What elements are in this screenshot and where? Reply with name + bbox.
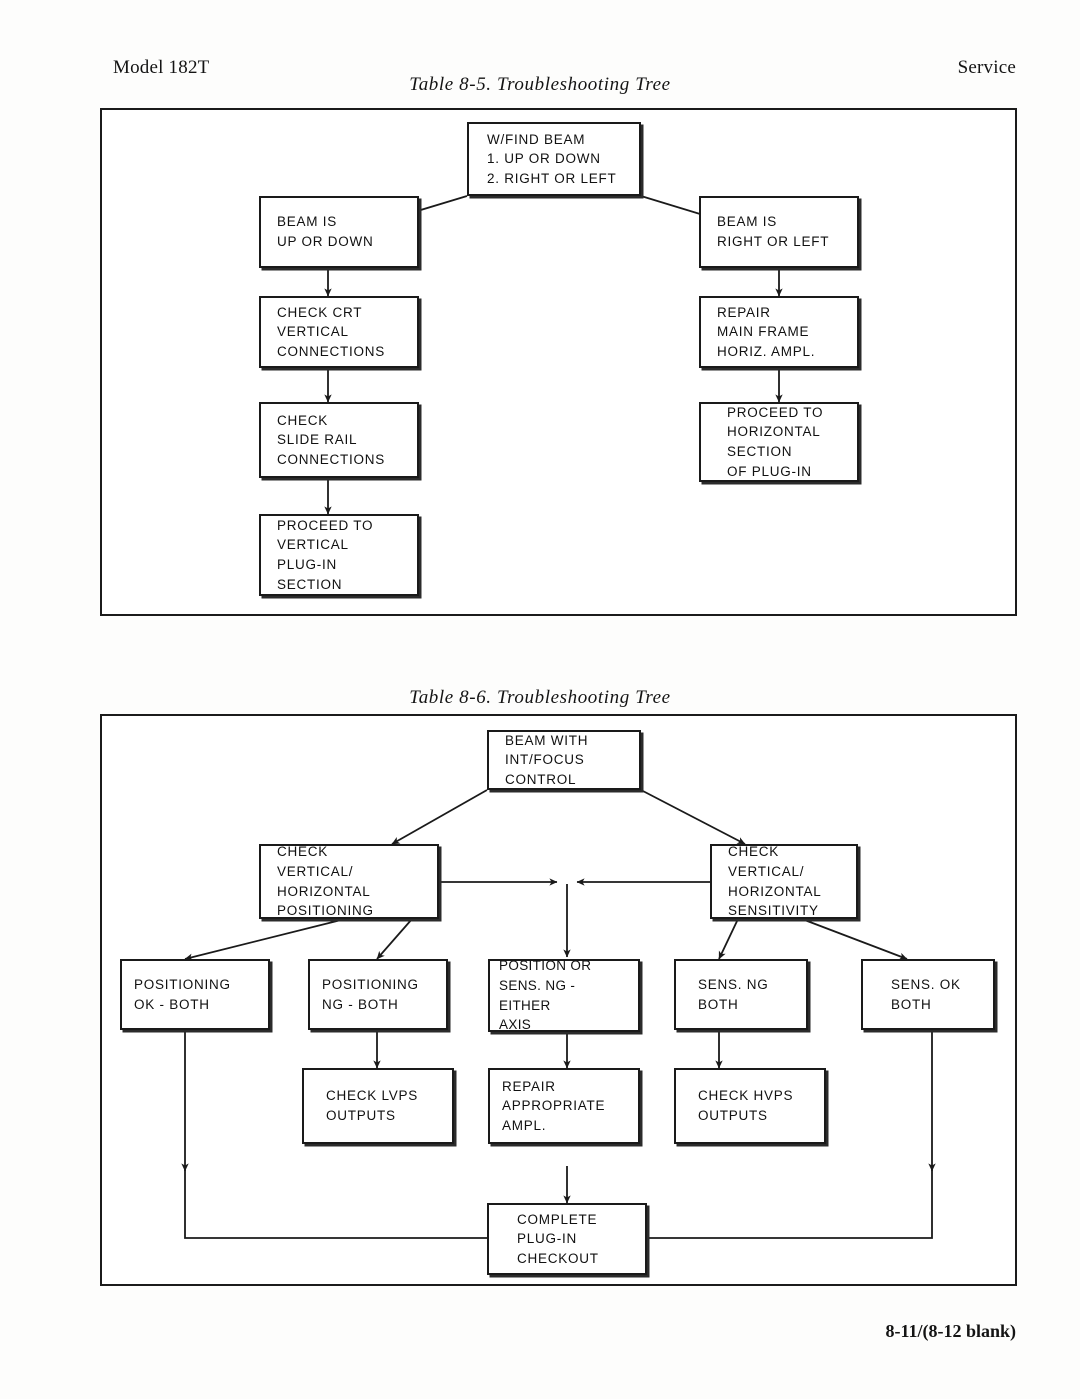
figure-2-node-check-lvps-outputs[interactable]: CHECK LVPS OUTPUTS — [302, 1068, 454, 1144]
figure-2-node-check-lvps-outputs-label: CHECK LVPS OUTPUTS — [326, 1088, 419, 1123]
figure-2-node-beam-with-int-focus[interactable]: BEAM WITH INT/FOCUS CONTROL — [487, 730, 641, 790]
figure-2-node-check-vert-horiz-positioning-label: CHECK VERTICAL/ HORIZONTAL POSITIONING — [277, 844, 374, 919]
figure-2-node-complete-plugin-checkout[interactable]: COMPLETE PLUG-IN CHECKOUT — [487, 1203, 647, 1275]
figure-2-node-repair-appropriate-ampl[interactable]: REPAIR APPROPRIATE AMPL. — [488, 1068, 640, 1144]
figure-1-node-beam-up-or-down-label: BEAM IS UP OR DOWN — [277, 214, 374, 249]
figure-2-node-positioning-ng-both-label: POSITIONING NG - BOTH — [322, 976, 419, 1012]
figure-1-node-check-slide-rail[interactable]: CHECK SLIDE RAIL CONNECTIONS — [259, 402, 419, 478]
figure-1-node-check-crt-vertical[interactable]: CHECK CRT VERTICAL CONNECTIONS — [259, 296, 419, 368]
figure-1-node-proceed-vertical-plugin[interactable]: PROCEED TO VERTICAL PLUG-IN SECTION — [259, 514, 419, 596]
figure-2-node-sens-ok-both-label: SENS. OK BOTH — [891, 976, 961, 1012]
figure-1-node-check-crt-vertical-label: CHECK CRT VERTICAL CONNECTIONS — [277, 304, 386, 359]
figure-1-node-beam-right-or-left-label: BEAM IS RIGHT OR LEFT — [717, 214, 830, 249]
figure-2-node-sens-ok-both[interactable]: SENS. OK BOTH — [861, 959, 995, 1030]
figure-2-node-check-hvps-outputs-label: CHECK HVPS OUTPUTS — [698, 1088, 794, 1123]
figure-1-node-root[interactable]: W/FIND BEAM 1. UP OR DOWN 2. RIGHT OR LE… — [467, 122, 641, 196]
figure-2-node-positioning-ok-both-label: POSITIONING OK - BOTH — [134, 976, 231, 1012]
figure-2-node-check-hvps-outputs[interactable]: CHECK HVPS OUTPUTS — [674, 1068, 826, 1144]
figure-2-node-positioning-ok-both[interactable]: POSITIONING OK - BOTH — [120, 959, 270, 1030]
page-footer: 8-11/(8-12 blank) — [885, 1321, 1016, 1341]
figure-1-node-beam-right-or-left[interactable]: BEAM IS RIGHT OR LEFT — [699, 196, 859, 268]
figure-1-frame: W/FIND BEAM 1. UP OR DOWN 2. RIGHT OR LE… — [100, 108, 1017, 616]
figure-2-node-check-vert-horiz-sensitivity-label: CHECK VERTICAL/ HORIZONTAL SENSITIVITY — [728, 844, 822, 919]
page-header-right: Service — [957, 57, 1016, 78]
figure-2-frame: BEAM WITH INT/FOCUS CONTROL CHECK VERTIC… — [100, 714, 1017, 1286]
figure-1-node-repair-main-frame[interactable]: REPAIR MAIN FRAME HORIZ. AMPL. — [699, 296, 859, 368]
figure-2-node-sens-ng-both-label: SENS. NG BOTH — [698, 976, 769, 1012]
figure-2-node-beam-with-int-focus-label: BEAM WITH INT/FOCUS CONTROL — [505, 732, 589, 787]
figure-1-node-repair-main-frame-label: REPAIR MAIN FRAME HORIZ. AMPL. — [717, 304, 816, 359]
figure-2-node-check-vert-horiz-sensitivity[interactable]: CHECK VERTICAL/ HORIZONTAL SENSITIVITY — [710, 844, 858, 919]
figure-2-node-sens-ng-both[interactable]: SENS. NG BOTH — [674, 959, 808, 1030]
figure-1-node-check-slide-rail-label: CHECK SLIDE RAIL CONNECTIONS — [277, 412, 386, 467]
figure-2-caption: Table 8-6. Troubleshooting Tree — [409, 687, 671, 708]
figure-2-node-complete-plugin-checkout-label: COMPLETE PLUG-IN CHECKOUT — [517, 1211, 599, 1266]
figure-1-node-root-label: W/FIND BEAM 1. UP OR DOWN 2. RIGHT OR LE… — [487, 131, 617, 186]
figure-2-node-positioning-ng-both[interactable]: POSITIONING NG - BOTH — [308, 959, 448, 1030]
page-header-left: Model 182T — [113, 57, 210, 78]
figure-2-node-position-or-sens-ng-label: POSITION OR SENS. NG - EITHER AXIS — [499, 958, 592, 1033]
figure-1-node-proceed-horizontal-plugin[interactable]: PROCEED TO HORIZONTAL SECTION OF PLUG-IN — [699, 402, 859, 482]
figure-1-node-proceed-vertical-plugin-label: PROCEED TO VERTICAL PLUG-IN SECTION — [277, 517, 374, 592]
figure-1-node-proceed-horizontal-plugin-label: PROCEED TO HORIZONTAL SECTION OF PLUG-IN — [727, 404, 824, 479]
figure-2-node-check-vert-horiz-positioning[interactable]: CHECK VERTICAL/ HORIZONTAL POSITIONING — [259, 844, 439, 919]
figure-2-node-repair-appropriate-ampl-label: REPAIR APPROPRIATE AMPL. — [502, 1078, 606, 1133]
figure-2-node-position-or-sens-ng[interactable]: POSITION OR SENS. NG - EITHER AXIS — [488, 958, 640, 1033]
figure-1-caption: Table 8-5. Troubleshooting Tree — [409, 74, 671, 95]
figure-1-node-beam-up-or-down[interactable]: BEAM IS UP OR DOWN — [259, 196, 419, 268]
